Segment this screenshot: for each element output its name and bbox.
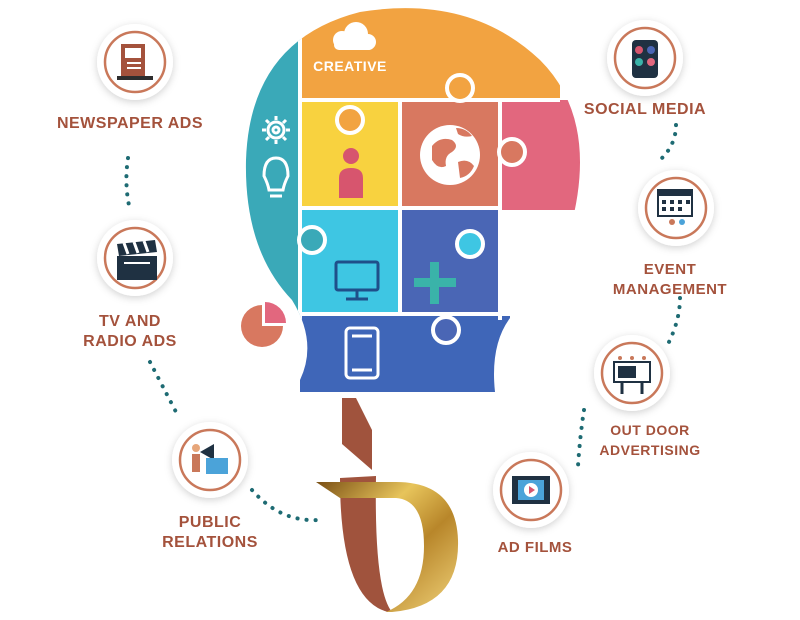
label-line: EVENT	[643, 261, 697, 278]
film-play-icon	[512, 476, 550, 504]
segment-plus	[400, 208, 500, 314]
megaphone-pr-icon	[192, 444, 228, 474]
label-line: SOCIAL MEDIA	[583, 101, 707, 118]
segment-bottom	[300, 314, 510, 393]
brand-logo	[316, 398, 459, 612]
label-ad-films: AD FILMS	[470, 538, 600, 558]
label-outdoor-advertising: OUT DOOR ADVERTISING	[570, 420, 730, 460]
plus-icon	[414, 262, 456, 304]
label-newspaper-ads: NEWSPAPER ADS	[40, 114, 220, 134]
label-line: TV AND	[99, 313, 161, 330]
label-line: MANAGEMENT	[612, 281, 728, 298]
calendar-people-icon	[657, 189, 693, 225]
lightbulb-puzzle	[245, 8, 580, 393]
lightbulb-icon	[262, 156, 290, 198]
cloud-icon	[333, 22, 376, 50]
label-social-media: SOCIAL MEDIA	[560, 100, 730, 120]
gear-icon	[262, 116, 290, 144]
creative-label: CREATIVE	[313, 58, 387, 74]
dotted-connectors	[124, 123, 682, 523]
smartphone-social-icon	[632, 40, 658, 78]
globe-icon	[420, 125, 480, 185]
label-line: ADVERTISING	[599, 442, 701, 458]
label-line: PUBLIC	[178, 514, 242, 531]
label-public-relations: PUBLIC RELATIONS	[140, 513, 280, 553]
label-tv-radio-ads: TV AND RADIO ADS	[60, 312, 200, 352]
label-line: RADIO ADS	[83, 333, 177, 350]
pie-chart-icon	[241, 302, 286, 347]
label-line: AD FILMS	[497, 539, 573, 556]
billboard-icon	[613, 356, 651, 394]
clapperboard-icon	[117, 240, 157, 280]
label-line: OUT DOOR	[610, 422, 690, 438]
label-event-management: EVENT MANAGEMENT	[590, 260, 750, 300]
newspaper-ad-icon	[117, 44, 153, 80]
label-line: RELATIONS	[162, 534, 258, 551]
mobile-phone-icon	[344, 326, 380, 380]
person-icon	[339, 148, 363, 198]
label-line: NEWSPAPER ADS	[56, 115, 204, 132]
monitor-icon	[334, 260, 380, 301]
